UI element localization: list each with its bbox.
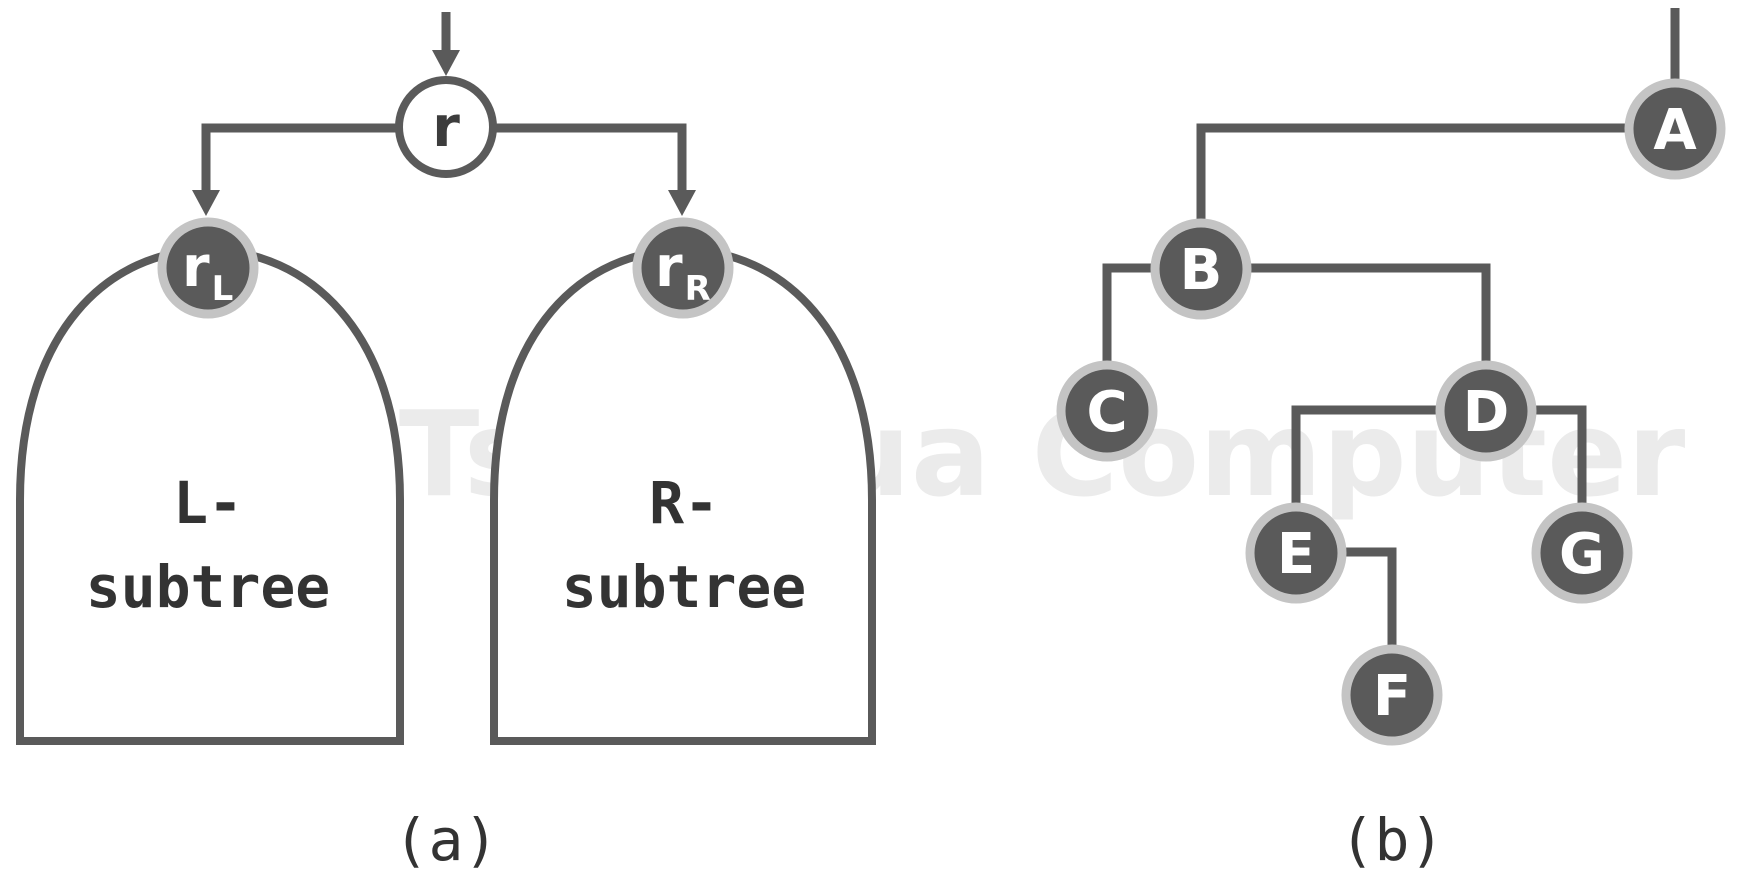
left-child-label: rL: [182, 235, 233, 309]
tree-node-circle-b: [1150, 218, 1252, 320]
tree-node-circle-e: [1245, 502, 1347, 604]
tree-node-g: G: [1531, 502, 1633, 604]
root-node-label: r: [432, 95, 460, 160]
tree-node-label-d: D: [1463, 380, 1509, 445]
tree-b-edges: [1102, 8, 1680, 648]
edge-root-right: [494, 123, 687, 190]
root-node-r: [395, 76, 497, 178]
edge-root-left: [201, 123, 398, 190]
tree-node-label-c: C: [1086, 380, 1127, 445]
right-child-node: [632, 217, 734, 319]
panel-a: L- subtree R- subtree r rL rR (a): [16, 12, 876, 874]
tree-node-label-e: E: [1277, 522, 1315, 587]
tree-node-label-g: G: [1559, 522, 1605, 587]
edge-b-d: [1248, 263, 1491, 364]
edge-e-f: [1343, 547, 1397, 648]
edge-a-b: [1196, 123, 1628, 222]
tree-node-b: B: [1150, 218, 1252, 320]
right-child-label: rR: [655, 235, 711, 309]
tree-node-label-a: A: [1653, 98, 1697, 163]
tree-b-nodes: A B C D E F G: [1056, 78, 1726, 746]
edge-b-c: [1102, 263, 1154, 364]
right-subtree-label-line1: R-: [649, 469, 719, 537]
left-subtree-label-line1: L-: [173, 469, 243, 537]
right-subtree-label-line2: subtree: [562, 553, 806, 621]
tree-node-e: E: [1245, 502, 1347, 604]
tree-node-c: C: [1056, 360, 1158, 462]
tree-node-label-f: F: [1373, 664, 1411, 729]
tree-node-f: F: [1341, 644, 1443, 746]
tree-node-circle-g: [1531, 502, 1633, 604]
caption-a: (a): [394, 806, 499, 874]
left-subtree-label-line2: subtree: [86, 553, 330, 621]
caption-b: (b): [1340, 806, 1445, 874]
edge-d-e: [1291, 405, 1439, 506]
panel-b: A B C D E F G (b): [1056, 8, 1726, 874]
tree-node-label-b: B: [1180, 238, 1223, 303]
tree-node-circle-c: [1056, 360, 1158, 462]
tree-node-circle-f: [1341, 644, 1443, 746]
tree-node-circle-d: [1435, 360, 1537, 462]
tree-node-d: D: [1435, 360, 1537, 462]
edge-d-g: [1533, 405, 1587, 506]
arrowhead-left: [192, 190, 220, 216]
tree-node-a: A: [1624, 78, 1726, 180]
tree-node-circle-a: [1624, 78, 1726, 180]
arrowhead-root: [432, 50, 460, 76]
arrowhead-right: [668, 190, 696, 216]
left-child-node: [157, 217, 259, 319]
